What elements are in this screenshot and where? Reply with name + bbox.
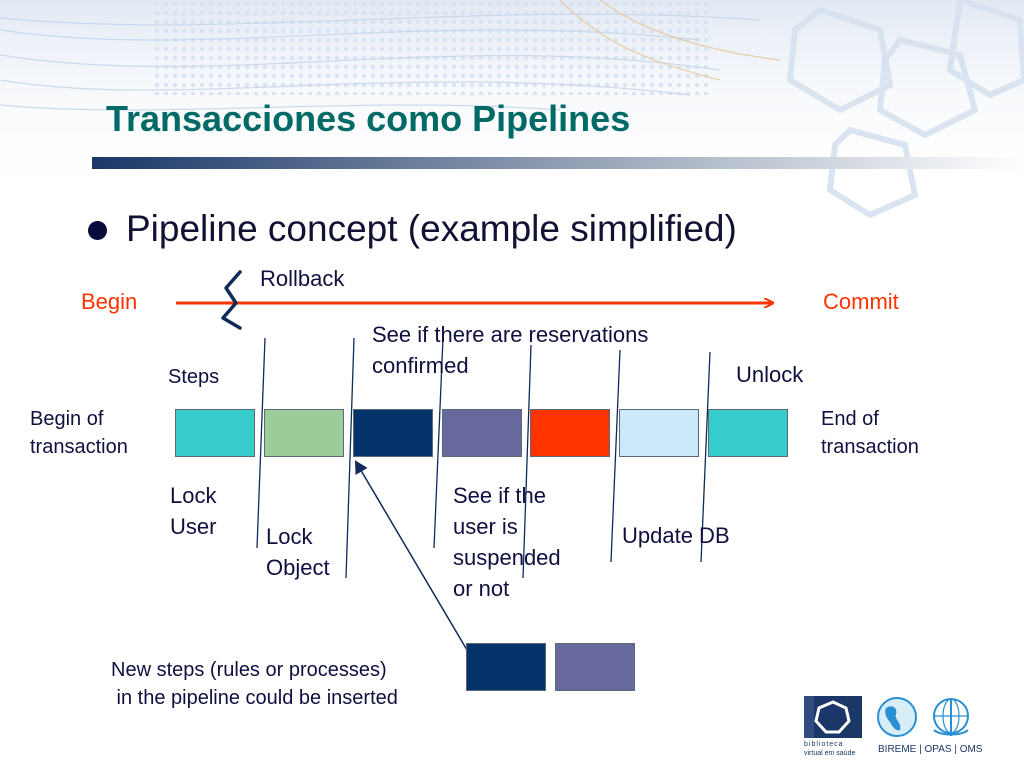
bvs-logo-text: biblioteca virtual em saúde: [804, 741, 856, 757]
begin-label: Begin: [81, 289, 138, 314]
lock-user-label: Lock User: [170, 483, 217, 539]
new-steps-note: New steps (rules or processes) in the pi…: [111, 659, 398, 709]
commit-label: Commit: [823, 289, 899, 314]
suspended-note: See if the user is suspended or not: [453, 483, 561, 601]
steps-label: Steps: [168, 366, 220, 388]
step-box-1: [175, 409, 255, 457]
bullet-dot: [88, 221, 107, 240]
slide-title: Transacciones como Pipelines: [106, 98, 631, 139]
step-divider-lines: [256, 337, 711, 579]
bvs-logo: [804, 696, 862, 738]
begin-of-transaction-label: Begin of transaction: [30, 408, 128, 458]
step-box-6: [619, 409, 699, 457]
step-box-5: [530, 409, 610, 457]
step-box-2: [264, 409, 344, 457]
new-step-box-1: [466, 643, 546, 691]
end-of-transaction-label: End of transaction: [821, 408, 919, 458]
lock-object-label: Lock Object: [266, 524, 330, 580]
step-box-3: [353, 409, 433, 457]
rollback-squiggle: [221, 270, 242, 330]
bullet-text: Pipeline concept (example simplified): [126, 208, 737, 249]
rollback-label: Rollback: [260, 266, 345, 291]
globe-americas-icon: [877, 697, 917, 737]
new-step-box-2: [555, 643, 635, 691]
reservations-note: See if there are reservations confirmed: [372, 322, 649, 378]
insert-arrow: [354, 460, 468, 651]
who-emblem-icon: [933, 698, 969, 736]
partners-text: BIREME | OPAS | OMS: [878, 744, 983, 755]
unlock-label: Unlock: [736, 362, 804, 387]
title-underline-bar: [92, 157, 1024, 169]
footer-logos: biblioteca virtual em saúde BIREME | OPA…: [800, 694, 990, 762]
step-box-7: [708, 409, 788, 457]
update-db-label: Update DB: [622, 523, 730, 548]
step-box-4: [442, 409, 522, 457]
